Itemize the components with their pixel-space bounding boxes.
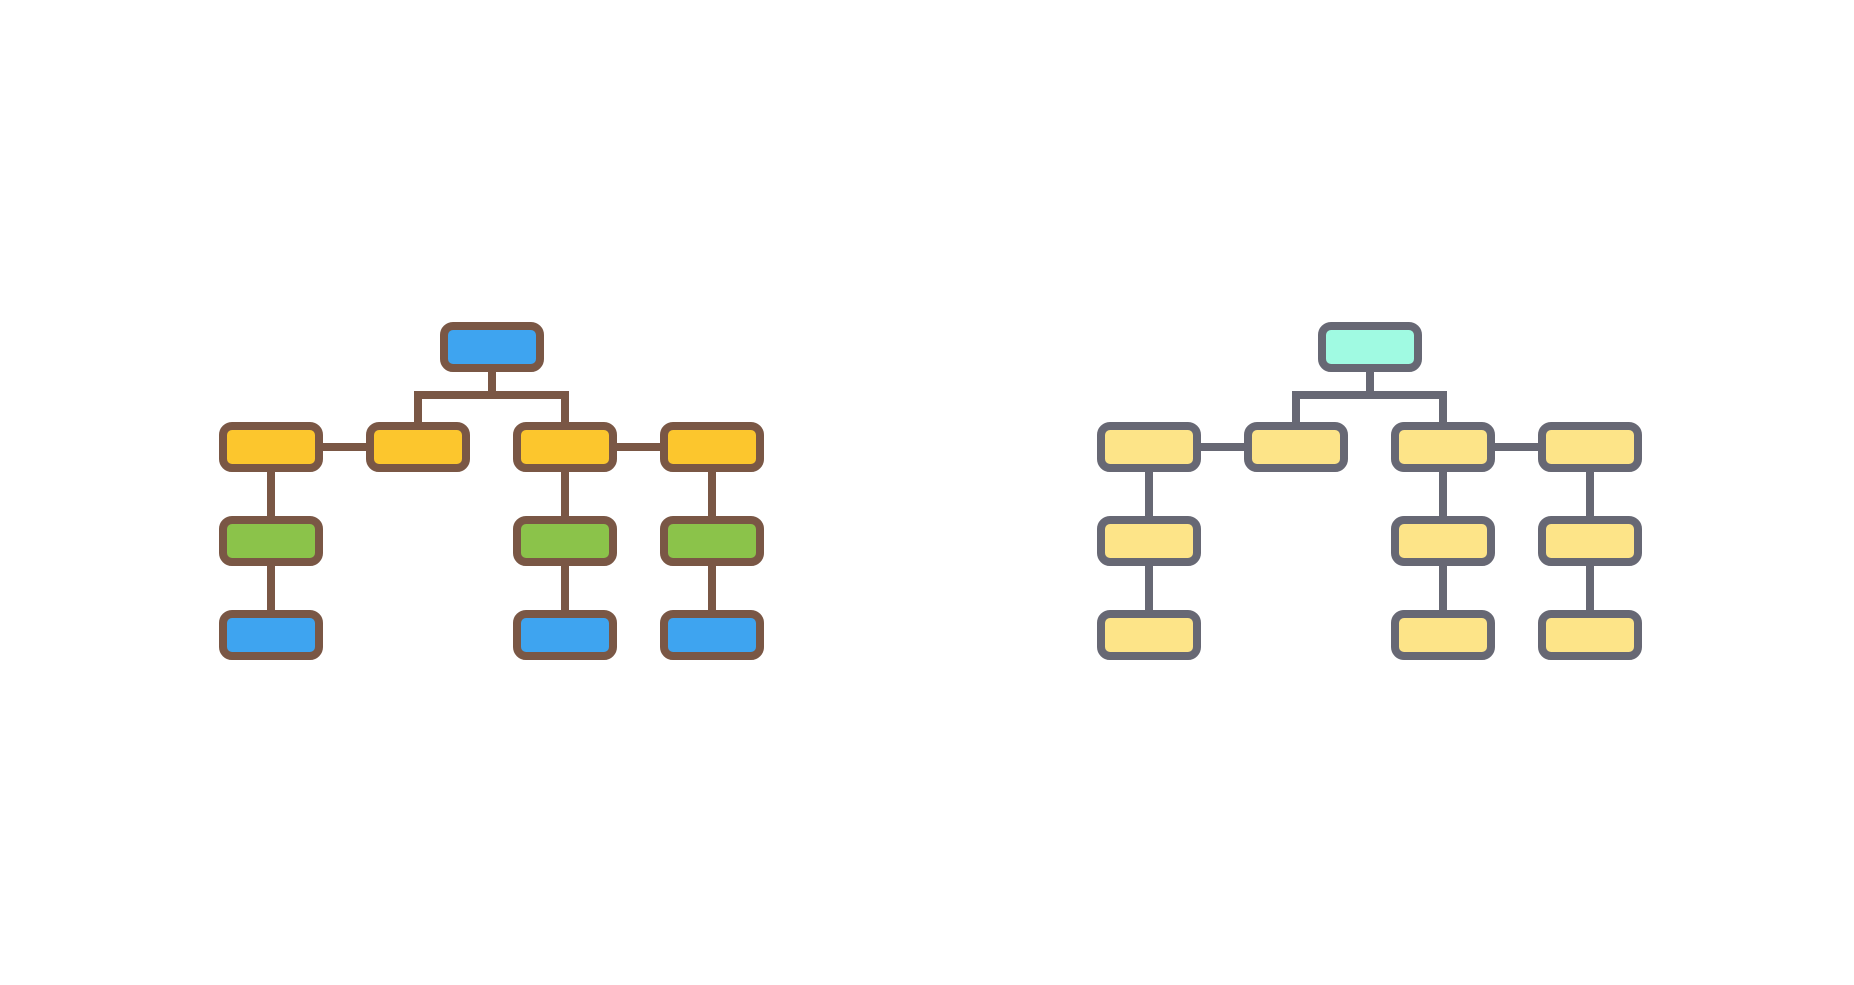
node-l2-d	[660, 516, 764, 566]
node-l2-c	[1391, 516, 1495, 566]
node-l1-a	[1097, 422, 1201, 472]
node-l1-d	[660, 422, 764, 472]
node-l1-c	[513, 422, 617, 472]
node-l3-a	[1097, 610, 1201, 660]
pastel-hierarchy-icon	[1097, 322, 1642, 660]
node-l2-a	[1097, 516, 1201, 566]
node-root	[440, 322, 544, 372]
node-l3-c	[1391, 610, 1495, 660]
node-root	[1318, 322, 1422, 372]
colored-hierarchy-icon	[219, 322, 764, 660]
node-l2-a	[219, 516, 323, 566]
node-l1-a	[219, 422, 323, 472]
node-l3-c	[513, 610, 617, 660]
node-l3-a	[219, 610, 323, 660]
connector-bracket	[1292, 391, 1447, 426]
node-l3-d	[660, 610, 764, 660]
node-l1-b	[366, 422, 470, 472]
node-l3-d	[1538, 610, 1642, 660]
node-l2-c	[513, 516, 617, 566]
node-l1-c	[1391, 422, 1495, 472]
connector-bracket	[414, 391, 569, 426]
node-l2-d	[1538, 516, 1642, 566]
node-l1-d	[1538, 422, 1642, 472]
node-l1-b	[1244, 422, 1348, 472]
